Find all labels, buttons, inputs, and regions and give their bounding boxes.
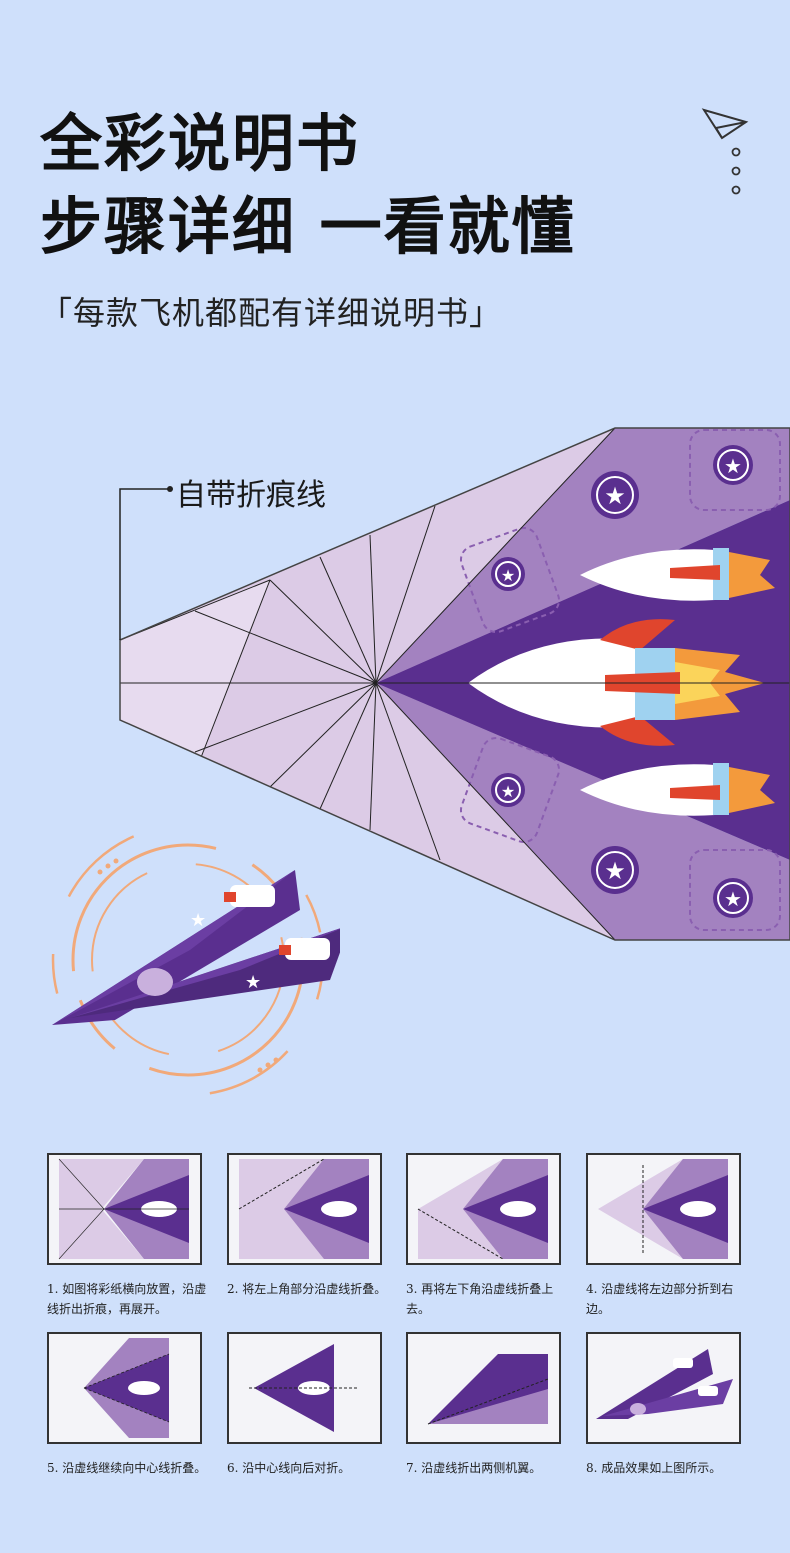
step-thumbnail	[406, 1332, 561, 1444]
page-subtitle: 「每款飞机都配有详细说明书」	[40, 294, 503, 332]
svg-text:★: ★	[190, 910, 206, 931]
step-thumbnail	[586, 1332, 741, 1444]
step-thumbnail	[227, 1332, 382, 1444]
crease-line-label: 自带折痕线	[176, 478, 326, 513]
paper-plane-icon	[701, 108, 749, 195]
svg-text:★: ★	[724, 454, 742, 478]
svg-text:★: ★	[245, 972, 261, 993]
step-thumbnail	[586, 1153, 741, 1265]
step-caption: 1. 如图将彩纸横向放置，沿虚线折出折痕，再展开。	[47, 1282, 207, 1316]
step-3: 3. 再将左下角沿虚线折叠上去。	[406, 1153, 566, 1319]
svg-text:★: ★	[724, 887, 742, 911]
step-5: 5. 沿虚线继续向中心线折叠。	[47, 1332, 207, 1478]
step-4: 4. 沿虚线将左边部分折到右边。	[586, 1153, 746, 1319]
hero-paper-illustration: ★ ★ ★ ★ ★ ★	[119, 427, 790, 941]
step-caption: 7. 沿虚线折出两侧机翼。	[406, 1461, 542, 1475]
step-1: 1. 如图将彩纸横向放置，沿虚线折出折痕，再展开。	[47, 1153, 207, 1319]
step-thumbnail	[47, 1332, 202, 1444]
step-7: 7. 沿虚线折出两侧机翼。	[406, 1332, 566, 1478]
svg-text:★: ★	[501, 782, 515, 801]
step-caption: 3. 再将左下角沿虚线折叠上去。	[406, 1282, 554, 1316]
step-caption: 8. 成品效果如上图所示。	[586, 1461, 722, 1475]
step-caption: 2. 将左上角部分沿虚线折叠。	[227, 1282, 387, 1296]
svg-text:★: ★	[604, 857, 626, 885]
step-thumbnail	[227, 1153, 382, 1265]
step-caption: 5. 沿虚线继续向中心线折叠。	[47, 1461, 207, 1475]
step-caption: 6. 沿中心线向后对折。	[227, 1461, 351, 1475]
star-icon: ★ ★ ★ ★ ★ ★	[491, 445, 753, 918]
svg-text:★: ★	[604, 482, 626, 510]
step-thumbnail	[406, 1153, 561, 1265]
page-title-line1: 全彩说明书	[40, 107, 361, 180]
step-6: 6. 沿中心线向后对折。	[227, 1332, 387, 1478]
step-8: 8. 成品效果如上图所示。	[586, 1332, 746, 1478]
step-caption: 4. 沿虚线将左边部分折到右边。	[586, 1282, 734, 1316]
finished-plane-illustration: ★ ★	[51, 830, 340, 1097]
step-2: 2. 将左上角部分沿虚线折叠。	[227, 1153, 387, 1299]
page-title-line2: 步骤详细 一看就懂	[40, 190, 576, 263]
svg-text:★: ★	[501, 566, 515, 585]
step-thumbnail	[47, 1153, 202, 1265]
